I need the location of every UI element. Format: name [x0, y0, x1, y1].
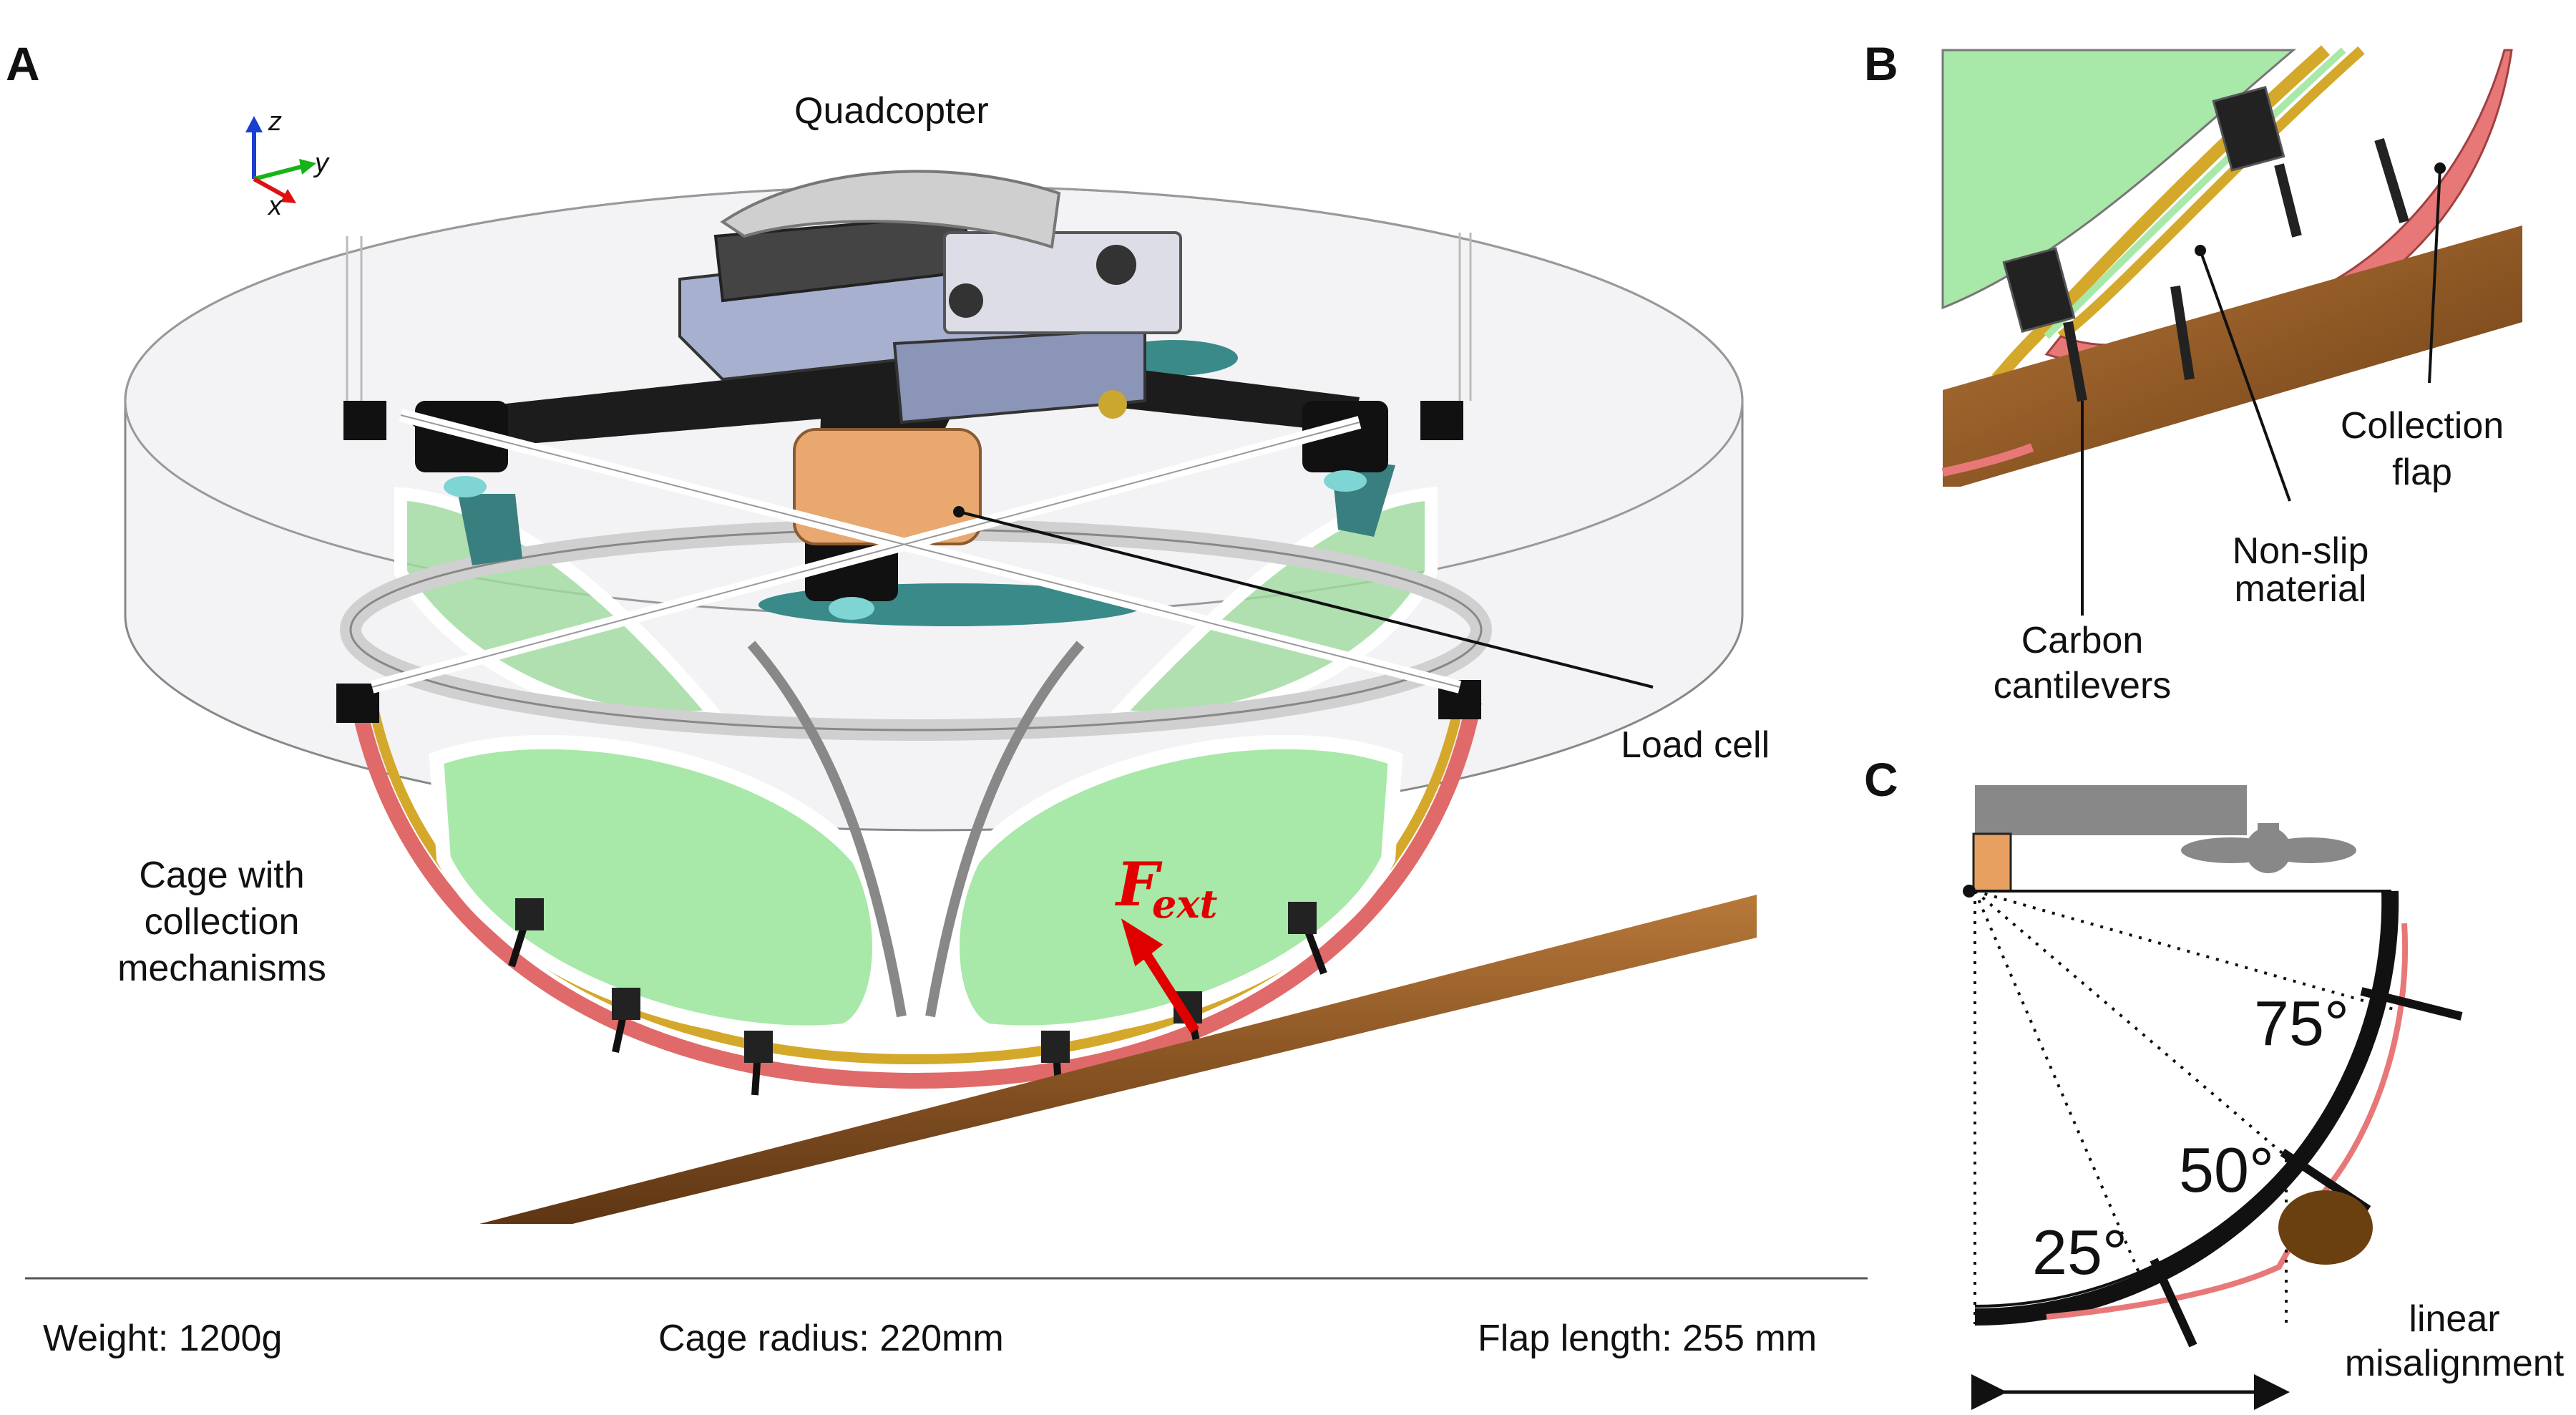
cage-label-line1: Cage with — [139, 855, 304, 896]
spec-cage-radius: Cage radius: 220mm — [658, 1318, 1004, 1359]
cage-label-line3: mechanisms — [117, 948, 326, 989]
misalignment-label-1: linear — [2409, 1298, 2499, 1340]
collection-flap-label-2: flap — [2392, 452, 2452, 493]
force-arrow: F ext — [1115, 849, 1218, 1034]
angle-50-label: 50° — [2179, 1134, 2274, 1205]
panel-a-letter: A — [6, 37, 40, 90]
angle-75-label: 75° — [2254, 988, 2349, 1059]
axis-triad: z y x — [245, 107, 330, 221]
carbon-label-2: cantilevers — [1994, 665, 2172, 706]
load-cell-label: Load cell — [1621, 724, 1770, 766]
axis-z-label: z — [268, 107, 282, 137]
quadcopter-label: Quadcopter — [794, 90, 989, 132]
force-label: F — [1115, 849, 1163, 920]
branch — [479, 895, 1757, 1224]
panel-c-letter: C — [1864, 753, 1898, 806]
spec-weight: Weight: 1200g — [43, 1318, 282, 1359]
panel-b-letter: B — [1864, 37, 1898, 90]
non-slip-label-1: Non-slip — [2233, 530, 2369, 572]
non-slip-label-2: material — [2235, 568, 2367, 610]
collection-flap-label-1: Collection — [2341, 405, 2504, 447]
load-cell-leader — [958, 510, 1654, 689]
quadcopter — [401, 170, 1395, 626]
cage-label-line2: collection — [145, 901, 300, 943]
force-label-subscript: ext — [1152, 881, 1218, 927]
panel-a: A z y x — [6, 37, 1868, 1359]
panel-b: B Collection flap Non-slip material C — [1864, 37, 2522, 706]
misalignment-label-2: misalignment — [2345, 1343, 2565, 1384]
spec-flap-length: Flap length: 255 mm — [1478, 1318, 1817, 1359]
angle-25-label: 25° — [2032, 1217, 2127, 1288]
axis-x-label: x — [267, 191, 283, 221]
panel-c: C 75° 50° 25° — [1864, 753, 2565, 1410]
axis-y-label: y — [313, 148, 330, 178]
carbon-label-1: Carbon — [2021, 620, 2144, 661]
